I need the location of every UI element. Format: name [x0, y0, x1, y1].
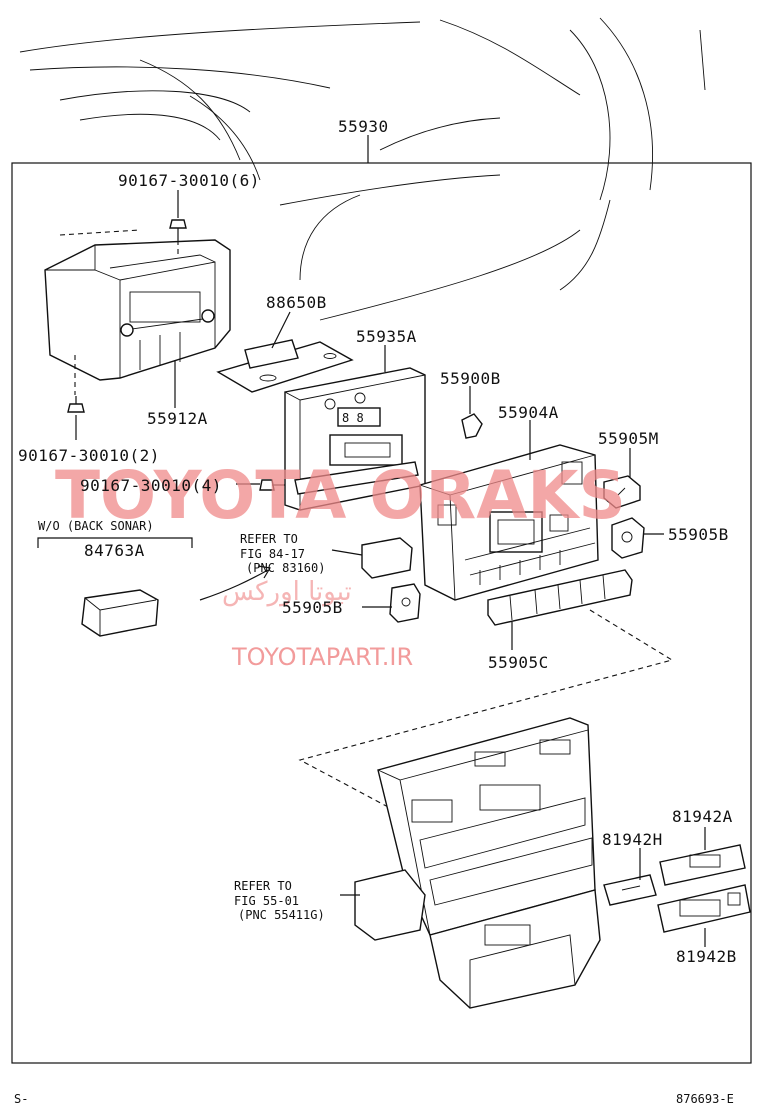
bulb-55900b-drawing: [461, 413, 483, 439]
panel-55935a-drawing: 8 8: [284, 367, 426, 511]
label-55905b-mid: 55905B: [282, 598, 343, 617]
watermark-brand: TOYOTA ORAKS: [55, 457, 626, 534]
note-refer1-line1: REFER TO: [240, 532, 298, 546]
footer-left: S-: [14, 1092, 28, 1106]
label-55904a: 55904A: [498, 403, 559, 422]
label-55905m: 55905M: [598, 429, 659, 448]
button-55905b-right-drawing: [611, 517, 645, 559]
note-refer2-line1: REFER TO: [234, 879, 292, 893]
label-55905b-right: 55905B: [668, 525, 729, 544]
dashboard-outline: [19, 17, 706, 321]
label-55912a: 55912A: [147, 409, 208, 428]
cover-81942h-drawing: [603, 874, 657, 906]
screw-mid-drawing: [259, 479, 290, 491]
label-81942h: 81942H: [602, 830, 663, 849]
label-90167-30010-2: 90167-30010(2): [18, 446, 160, 465]
leader-lines: [37, 190, 706, 947]
label-81942b: 81942B: [676, 947, 737, 966]
label-55935a: 55935A: [356, 327, 417, 346]
cover-81942a-drawing: [659, 844, 746, 886]
watermark-site: TOYOTAPART.IR: [231, 643, 413, 671]
center-cluster-drawing: [354, 717, 601, 1009]
bracket-55912a-drawing: [44, 229, 231, 395]
label-55930: 55930: [338, 117, 389, 136]
screw-top-drawing: [169, 219, 187, 255]
switch-84763a-drawing: [81, 589, 159, 637]
label-81942a: 81942A: [672, 807, 733, 826]
knob-55905m-drawing: [603, 475, 641, 509]
label-55905c: 55905C: [488, 653, 549, 672]
note-refer2-line3: (PNC 55411G): [238, 908, 325, 922]
label-90167-30010-4: 90167-30010(4): [80, 476, 222, 495]
note-refer2-line2: FIG 55-01: [234, 894, 299, 908]
button-strip-55905c-drawing: [487, 569, 633, 626]
note-wo-back-sonar: W/O (BACK SONAR): [38, 519, 154, 533]
footer-right: 876693-E: [676, 1092, 734, 1106]
note-refer1-line2: FIG 84-17: [240, 547, 305, 561]
button-55905b-mid-drawing: [361, 537, 421, 623]
panel-digits: 8 8: [342, 411, 364, 425]
watermark-persian: تیوتا اورکس: [222, 577, 352, 607]
assembly-frame: [11, 162, 752, 1064]
label-55900b: 55900B: [440, 369, 501, 388]
screw-left-drawing: [67, 396, 85, 413]
cover-81942b-drawing: [657, 884, 751, 933]
switch-assembly-55904a-drawing: [419, 444, 599, 601]
label-84763a: 84763A: [84, 541, 145, 560]
module-88650b-drawing: [216, 339, 354, 393]
note-refer1-line3: (PNC 83160): [246, 561, 325, 575]
label-88650b: 88650B: [266, 293, 327, 312]
label-90167-30010-6: 90167-30010(6): [118, 171, 260, 190]
